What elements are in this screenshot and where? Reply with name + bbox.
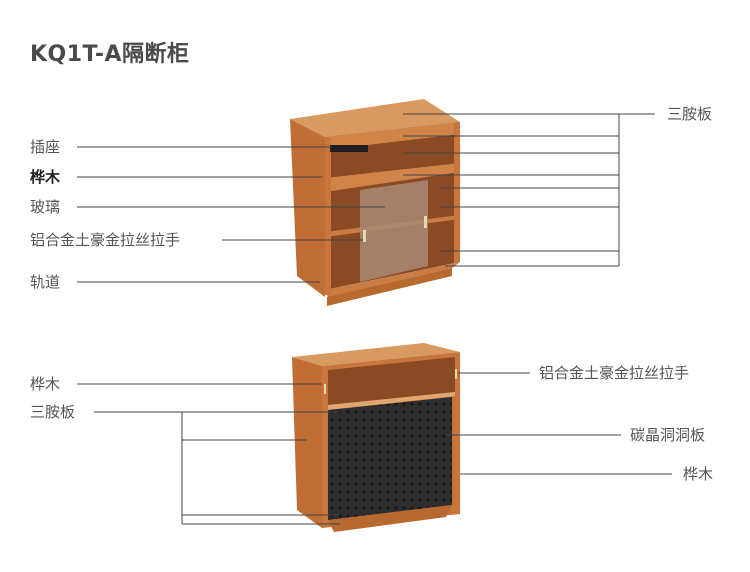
socket-icon bbox=[330, 145, 368, 152]
label-birch-wood-right: 桦木 bbox=[683, 465, 714, 483]
label-glass: 玻璃 bbox=[30, 198, 61, 216]
label-birch-wood-bottom: 桦木 bbox=[30, 375, 61, 393]
label-melamine-board: 三胺板 bbox=[667, 105, 713, 123]
label-handle-bottom: 铝合金土豪金拉丝拉手 bbox=[539, 364, 690, 382]
label-pegboard: 碳晶洞洞板 bbox=[630, 426, 706, 444]
label-birch-wood: 桦木 bbox=[30, 168, 61, 186]
bottom-cabinet-illustration bbox=[292, 343, 460, 532]
label-handle: 铝合金土豪金拉丝拉手 bbox=[30, 231, 181, 249]
leader-lines bbox=[77, 113, 672, 525]
label-melamine-board-bottom: 三胺板 bbox=[30, 403, 76, 421]
label-socket: 插座 bbox=[30, 138, 61, 156]
label-track: 轨道 bbox=[30, 273, 61, 291]
page-title: KQ1T-A隔断柜 bbox=[30, 42, 190, 67]
top-cabinet-illustration bbox=[290, 99, 460, 306]
